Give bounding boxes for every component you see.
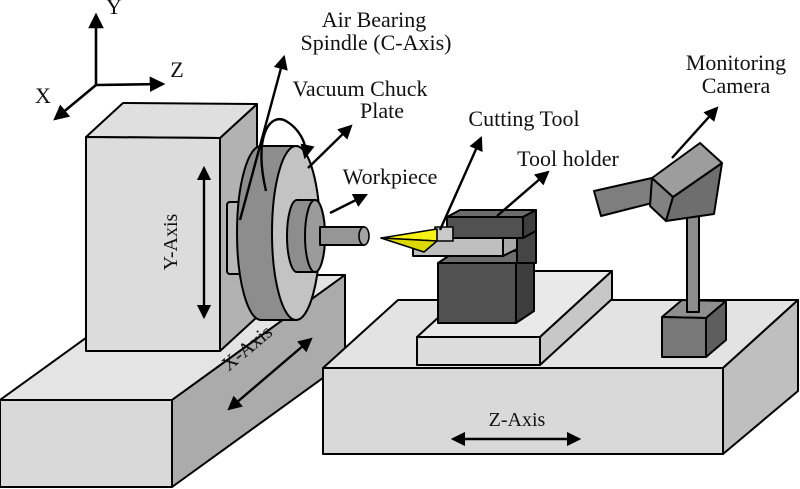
- spindle-assembly: [226, 118, 370, 321]
- vacuum-chuck-plate-leader-arrow: [307, 124, 353, 169]
- c-axis-rotation-arrow: [260, 118, 315, 192]
- z-axis-label: Z-Axis: [489, 409, 546, 431]
- camera-lens-barrel: [593, 177, 657, 217]
- camera-body-top-face: [651, 142, 723, 198]
- tool-clamp-front-face: [446, 216, 524, 239]
- triad-y-label: Y: [106, 0, 122, 19]
- z-base-front-face: [322, 367, 724, 455]
- cutting-tool-tip-front: [380, 237, 438, 253]
- y-axis-label: Y-Axis: [160, 213, 182, 270]
- monitoring-camera-leader-arrow: [671, 106, 719, 159]
- triad-z-arrow: [95, 76, 166, 92]
- tool-holder-leader-arrow: [496, 170, 550, 217]
- tool-clamp-top-face: [446, 209, 537, 218]
- leader-arrows: [238, 54, 719, 231]
- triad-x-label: X: [35, 83, 51, 108]
- coordinate-triad: Y Z X: [35, 0, 184, 121]
- tool-post: [380, 209, 537, 324]
- workpiece-stub: [319, 226, 365, 246]
- platform-front-face: [416, 336, 541, 366]
- cutting-tool-leader-arrow: [438, 136, 483, 231]
- monitoring-camera-label-line2: Camera: [702, 73, 771, 98]
- workpiece-stub-end: [358, 226, 370, 246]
- cutting-tool-label: Cutting Tool: [468, 106, 579, 131]
- air-bearing-spindle-label-line1: Air Bearing: [322, 7, 426, 32]
- monitoring-camera: [593, 142, 727, 358]
- camera-mount-front-face: [661, 316, 707, 358]
- monitoring-camera-label-line1: Monitoring: [686, 50, 786, 75]
- triad-x-arrow: [53, 83, 97, 121]
- vacuum-chuck-plate-label-line2: Plate: [360, 98, 404, 123]
- workpiece-label: Workpiece: [343, 164, 438, 189]
- y-axis-column: [85, 102, 258, 352]
- camera-post: [686, 211, 700, 313]
- triad-z-label: Z: [170, 57, 183, 82]
- axis-motion-arrows: [196, 165, 582, 447]
- x-base-front-face: [0, 399, 173, 488]
- tool-holder-label: Tool holder: [517, 146, 619, 171]
- air-bearing-spindle-leader-arrow: [238, 54, 288, 221]
- tool-post-front-face: [437, 262, 517, 324]
- workpiece-leader-arrow: [329, 193, 368, 215]
- x-axis-motion-arrow: [227, 337, 313, 411]
- air-bearing-spindle-label-line2: Spindle (C-Axis): [301, 30, 452, 55]
- y-column-front-face: [85, 136, 221, 352]
- vacuum-chuck-plate-label-line1: Vacuum Chuck: [292, 76, 427, 101]
